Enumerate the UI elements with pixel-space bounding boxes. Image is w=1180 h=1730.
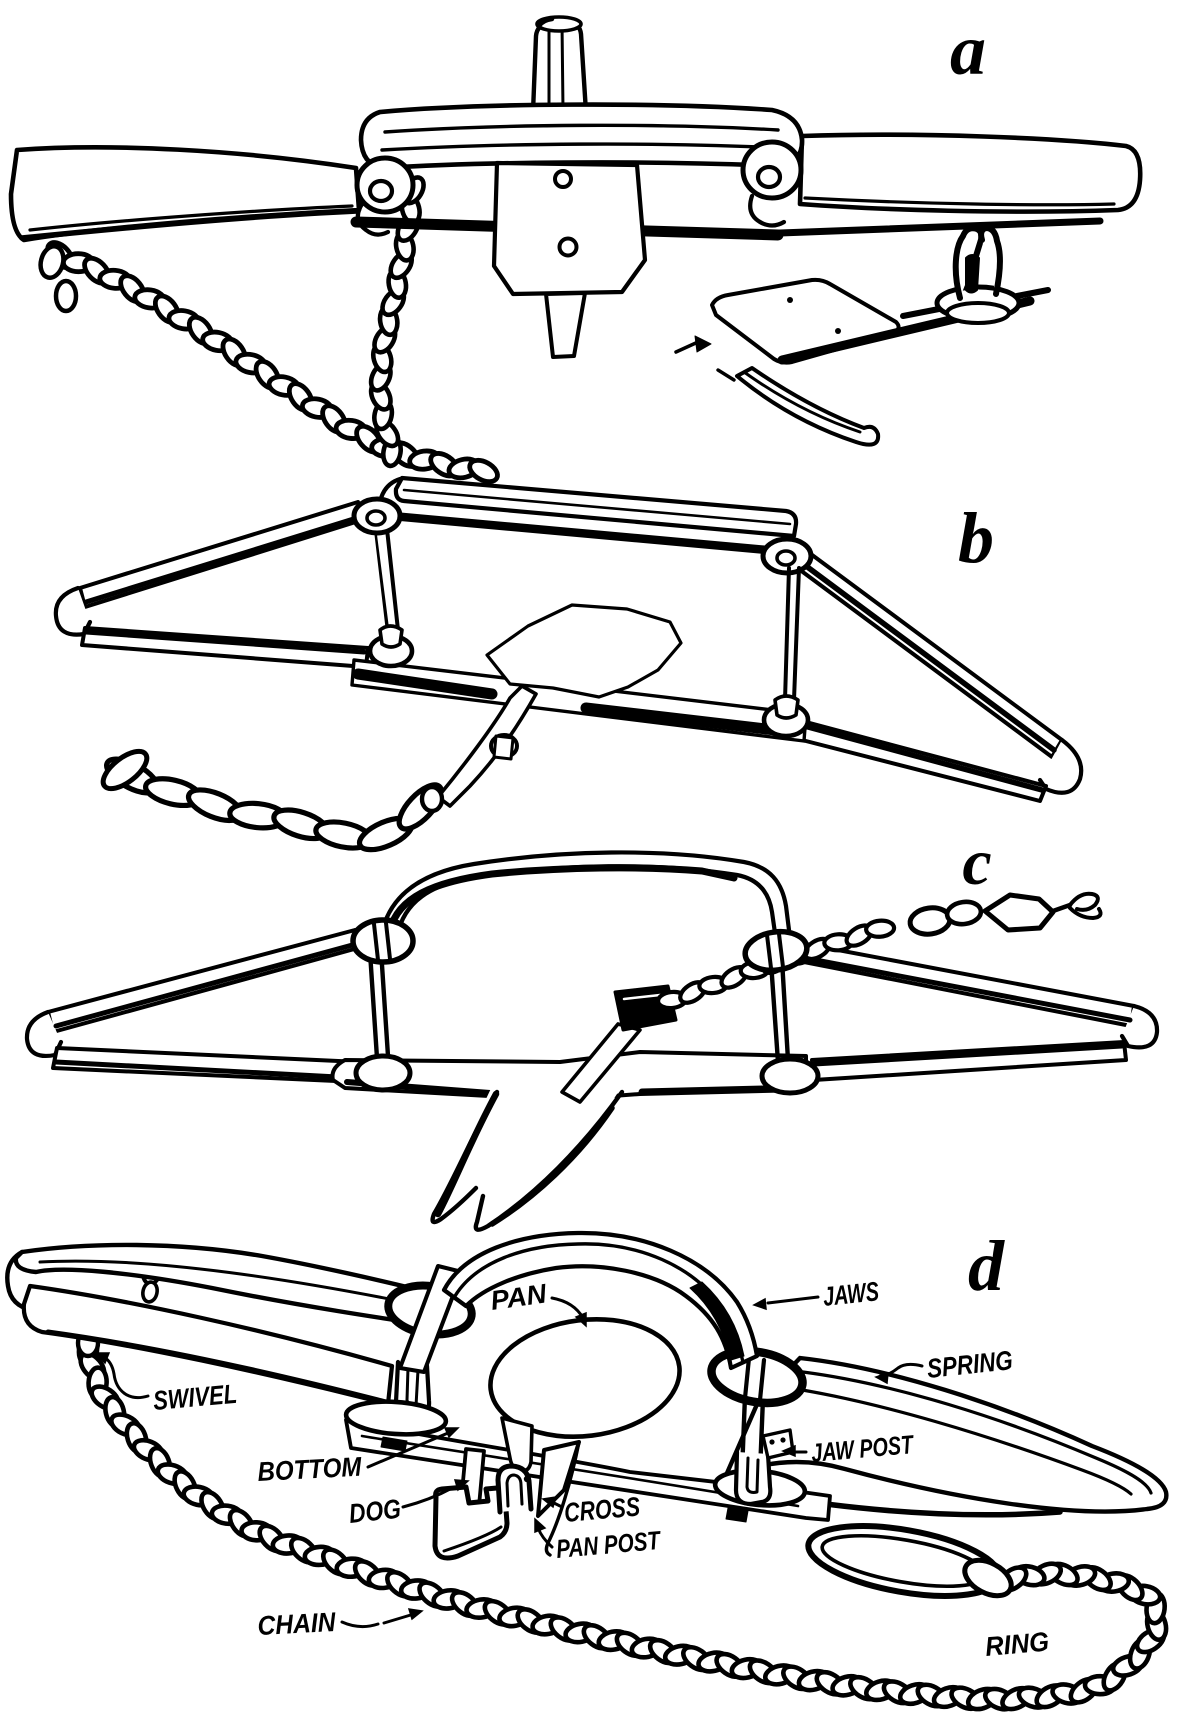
svg-text:b: b: [958, 498, 994, 578]
svg-text:c: c: [962, 826, 991, 899]
svg-text:DOG: DOG: [347, 1494, 402, 1529]
svg-text:a: a: [950, 10, 986, 90]
svg-text:d: d: [968, 1226, 1005, 1306]
svg-text:CHAIN: CHAIN: [257, 1607, 337, 1641]
svg-text:SWIVEL: SWIVEL: [152, 1379, 238, 1416]
svg-text:RING: RING: [984, 1627, 1050, 1662]
svg-text:JAWS: JAWS: [821, 1276, 880, 1312]
svg-text:CROSS: CROSS: [563, 1491, 641, 1528]
svg-text:BOTTOM: BOTTOM: [257, 1452, 363, 1487]
